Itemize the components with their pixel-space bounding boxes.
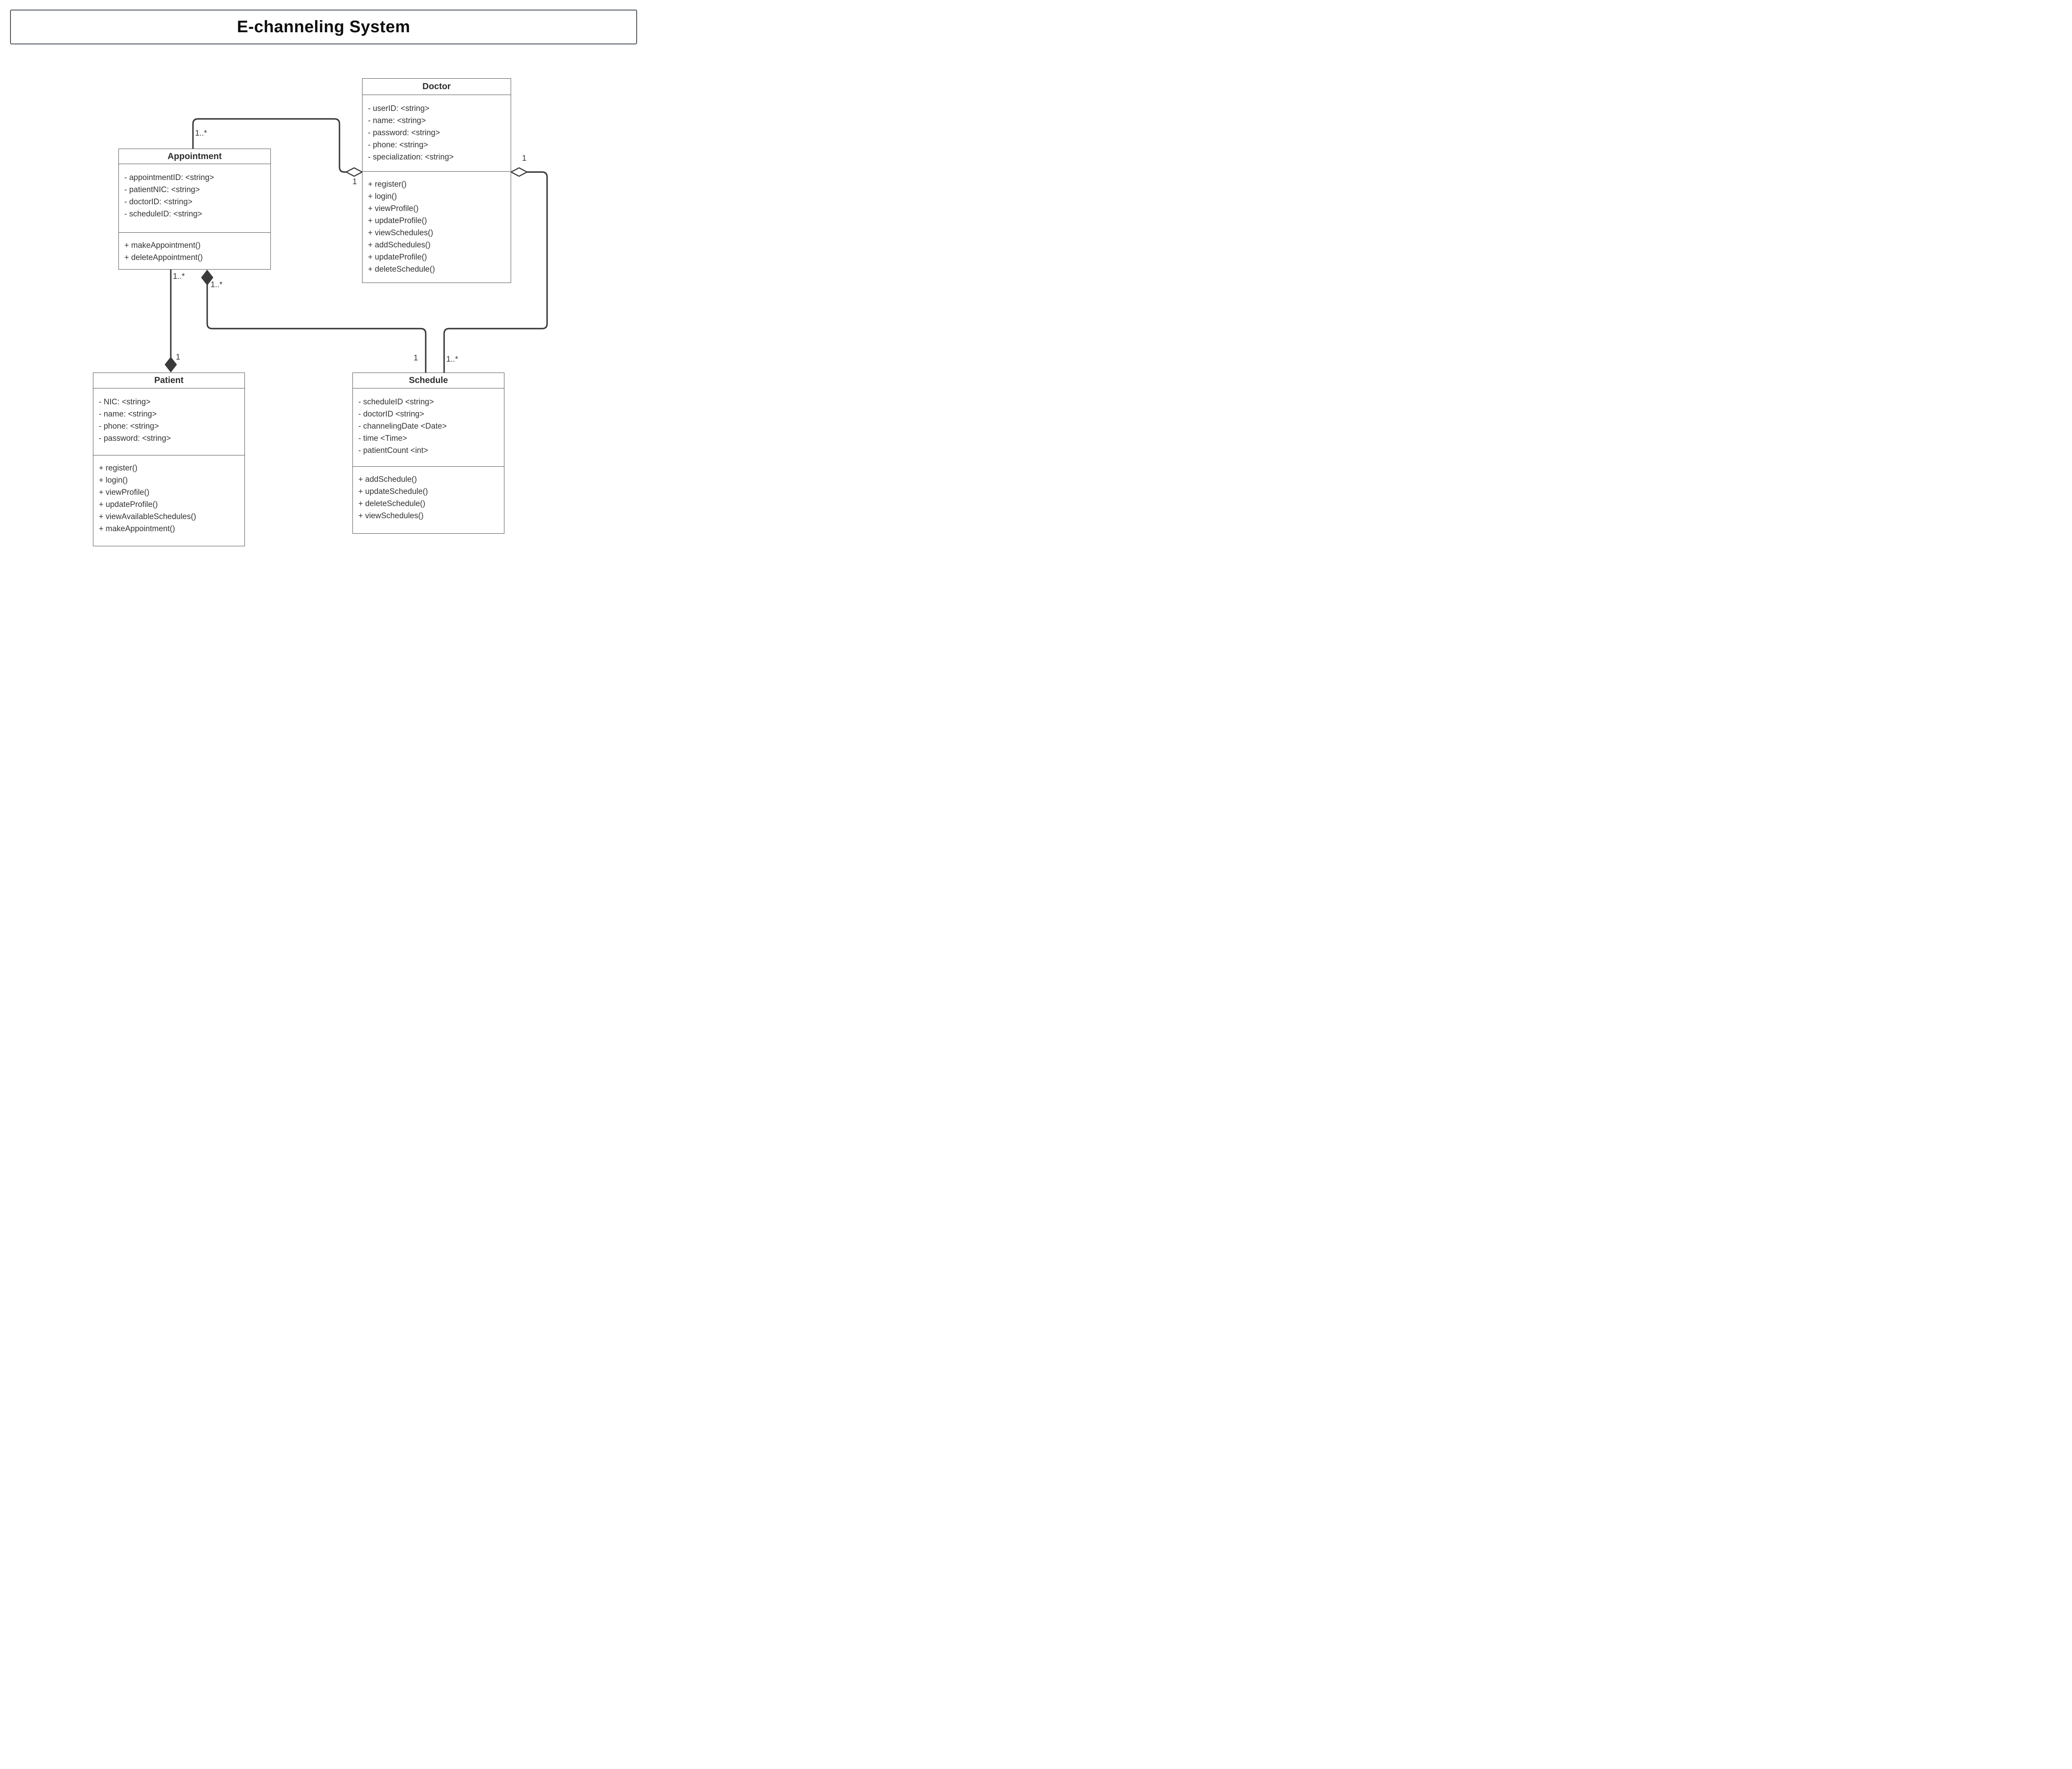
uml-attribute: - time <Time> (358, 434, 407, 443)
class-title: Patient (93, 373, 244, 388)
uml-attribute: - phone: <string> (99, 422, 159, 431)
uml-method: + addSchedules() (368, 241, 431, 249)
aggregation-diamond-icon (510, 167, 528, 177)
uml-method: + deleteAppointment() (124, 253, 203, 262)
uml-attribute: - scheduleID: <string> (124, 210, 202, 219)
multiplicity-label-appointment-schedule-appointment-end: 1..* (211, 280, 223, 289)
uml-method: + updateProfile() (368, 253, 427, 262)
uml-method: + updateProfile() (368, 216, 427, 225)
class-methods-section: + makeAppointment() + deleteAppointment(… (119, 233, 270, 269)
class-methods-section: + register() + login() + viewProfile() +… (362, 172, 511, 283)
aggregation-diamond-icon (345, 167, 363, 177)
uml-attribute: - userID: <string> (368, 104, 429, 113)
diagram-title: E-channeling System (237, 18, 411, 36)
multiplicity-label-appointment-patient-appointment-end: 1..* (173, 272, 185, 281)
uml-method: + register() (368, 180, 407, 189)
uml-attribute: - phone: <string> (368, 141, 428, 149)
uml-attribute: - channelingDate <Date> (358, 422, 447, 431)
uml-attribute: - password: <string> (368, 129, 440, 137)
class-title: Appointment (119, 149, 270, 164)
class-attributes-section: - userID: <string> - name: <string> - pa… (362, 95, 511, 172)
uml-method: + viewProfile() (99, 488, 149, 497)
uml-attribute: - specialization: <string> (368, 153, 454, 162)
composition-diamond-icon (165, 357, 177, 373)
uml-attribute: - name: <string> (368, 116, 426, 125)
diagram-title-box: E-channeling System (10, 10, 637, 44)
uml-attribute: - patientCount <int> (358, 446, 428, 455)
uml-method: + login() (99, 476, 128, 485)
multiplicity-label-appointment-doctor-doctor-end: 1 (352, 177, 357, 186)
uml-attribute: - name: <string> (99, 410, 157, 419)
uml-method: + login() (368, 192, 397, 201)
class-title: Doctor (362, 79, 511, 95)
class-attributes-section: - appointmentID: <string> - patientNIC: … (119, 164, 270, 233)
multiplicity-label-doctor-schedule-doctor-end: 1 (522, 154, 527, 163)
class-box-schedule[interactable]: Schedule - scheduleID <string> - doctorI… (352, 373, 504, 534)
uml-attribute: - appointmentID: <string> (124, 173, 214, 182)
uml-method: + updateProfile() (99, 500, 158, 509)
multiplicity-label-doctor-schedule-schedule-end: 1..* (446, 355, 458, 364)
class-methods-section: + register() + login() + viewProfile() +… (93, 455, 244, 546)
edge-appointment-schedule[interactable] (206, 284, 427, 373)
uml-method: + makeAppointment() (99, 525, 175, 533)
uml-attribute: - NIC: <string> (99, 398, 151, 406)
uml-method: + viewProfile() (368, 204, 419, 213)
multiplicity-label-appointment-patient-patient-end: 1 (176, 353, 180, 362)
uml-attribute: - patientNIC: <string> (124, 185, 200, 194)
uml-method: + viewSchedules() (358, 512, 424, 520)
uml-method: + deleteSchedule() (358, 499, 426, 508)
uml-method: + viewAvailableSchedules() (99, 512, 196, 521)
uml-attribute: - doctorID <string> (358, 410, 424, 419)
class-title: Schedule (353, 373, 504, 388)
class-attributes-section: - NIC: <string> - name: <string> - phone… (93, 388, 244, 455)
multiplicity-label-appointment-doctor-appointment-end: 1..* (195, 129, 207, 138)
uml-attribute: - doctorID: <string> (124, 198, 193, 206)
uml-method: + addSchedule() (358, 475, 417, 484)
uml-attribute: - password: <string> (99, 434, 171, 443)
class-box-patient[interactable]: Patient - NIC: <string> - name: <string>… (93, 373, 245, 546)
uml-method: + makeAppointment() (124, 241, 201, 250)
class-box-doctor[interactable]: Doctor - userID: <string> - name: <strin… (362, 78, 511, 283)
uml-method: + updateSchedule() (358, 487, 428, 496)
uml-method: + viewSchedules() (368, 229, 433, 237)
uml-attribute: - scheduleID <string> (358, 398, 434, 406)
class-attributes-section: - scheduleID <string> - doctorID <string… (353, 388, 504, 467)
uml-method: + deleteSchedule() (368, 265, 435, 274)
multiplicity-label-appointment-schedule-schedule-end: 1 (414, 354, 418, 363)
uml-diagram-canvas: E-channeling System 1..* 1 1 1..* 1..* 1… (0, 0, 647, 552)
uml-method: + register() (99, 464, 138, 473)
class-methods-section: + addSchedule() + updateSchedule() + del… (353, 467, 504, 533)
class-box-appointment[interactable]: Appointment - appointmentID: <string> - … (118, 149, 271, 270)
